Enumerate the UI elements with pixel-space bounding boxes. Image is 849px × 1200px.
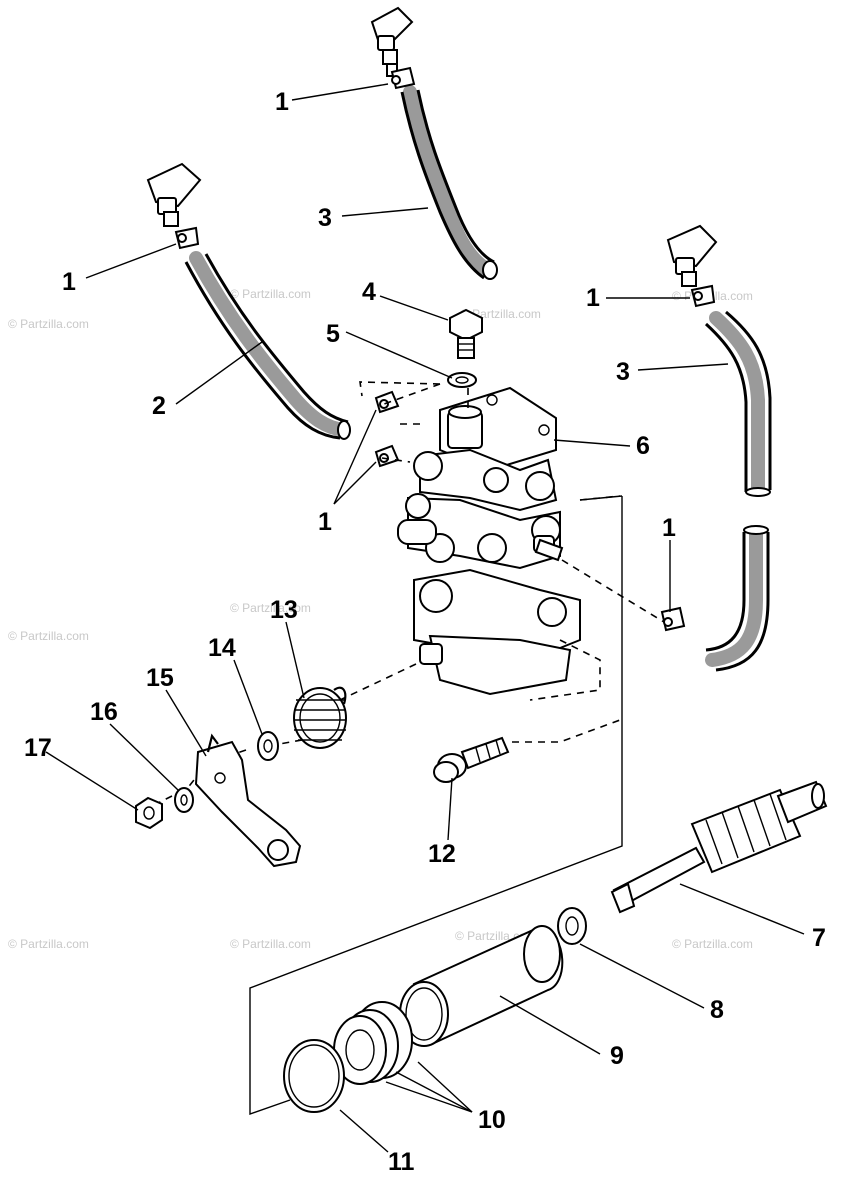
callout-label: 1 — [662, 514, 676, 542]
callout-label: 2 — [152, 392, 166, 420]
assembly-lines — [147, 381, 665, 809]
clamp-pair — [374, 390, 400, 468]
callout-label: 13 — [270, 596, 298, 624]
callout-label: 1 — [586, 284, 600, 312]
callout-label: 16 — [90, 698, 118, 726]
seal-stack — [333, 1001, 413, 1085]
top-nozzle — [370, 6, 414, 77]
callout-label: 1 — [275, 88, 289, 116]
watermark: © Partzilla.com — [8, 629, 89, 643]
thrust-washer — [557, 907, 587, 945]
callout-label: 1 — [62, 268, 76, 296]
watermark: © Partzilla.com — [230, 601, 311, 615]
retaining-ring — [283, 1039, 345, 1113]
callout-label: 17 — [24, 734, 52, 762]
callout-label: 10 — [478, 1106, 506, 1134]
hex-nut — [135, 796, 163, 830]
callout-label: 3 — [616, 358, 630, 386]
watermark-layer: © Partzilla.com © Partzilla.com © Partzi… — [8, 287, 753, 951]
lock-washer — [174, 787, 194, 813]
assembly-frame — [249, 495, 623, 1115]
washer — [257, 731, 279, 761]
oil-pump-body — [397, 386, 581, 696]
callout-labels: 1 3 1 2 4 5 6 1 1 3 1 13 14 15 16 17 12 … — [24, 88, 826, 1176]
callout-label: 14 — [208, 634, 236, 662]
watermark: © Partzilla.com — [8, 937, 89, 951]
hose-3-right — [704, 310, 772, 497]
mounting-screw — [433, 736, 510, 783]
control-lever — [194, 733, 302, 868]
torsion-spring — [293, 686, 347, 749]
watermark: © Partzilla.com — [672, 937, 753, 951]
callout-label: 6 — [636, 432, 650, 460]
sealing-washer — [447, 372, 477, 388]
right-nozzle — [666, 224, 718, 308]
callout-label: 11 — [388, 1148, 415, 1176]
callout-label: 5 — [326, 320, 340, 348]
callout-label: 12 — [428, 840, 456, 868]
callout-label: 7 — [812, 924, 826, 952]
callout-label: 9 — [610, 1042, 624, 1070]
watermark: © Partzilla.com — [230, 937, 311, 951]
banjo-bolt — [449, 308, 483, 359]
callout-label: 15 — [146, 664, 174, 692]
callout-label: 4 — [362, 278, 376, 306]
callout-label: 8 — [710, 996, 724, 1024]
hose-3-upper — [400, 85, 498, 280]
bushing-sleeve — [399, 924, 564, 1047]
watermark: © Partzilla.com — [230, 287, 311, 301]
leader-lines — [45, 83, 805, 1153]
left-nozzle — [146, 162, 202, 250]
watermark: © Partzilla.com — [8, 317, 89, 331]
hose-2 — [184, 251, 351, 440]
hose-1-lower-right — [660, 525, 770, 672]
clamp-top — [390, 66, 416, 90]
callout-label: 1 — [318, 508, 332, 536]
callout-label: 3 — [318, 204, 332, 232]
drive-gear-shaft — [610, 780, 828, 914]
